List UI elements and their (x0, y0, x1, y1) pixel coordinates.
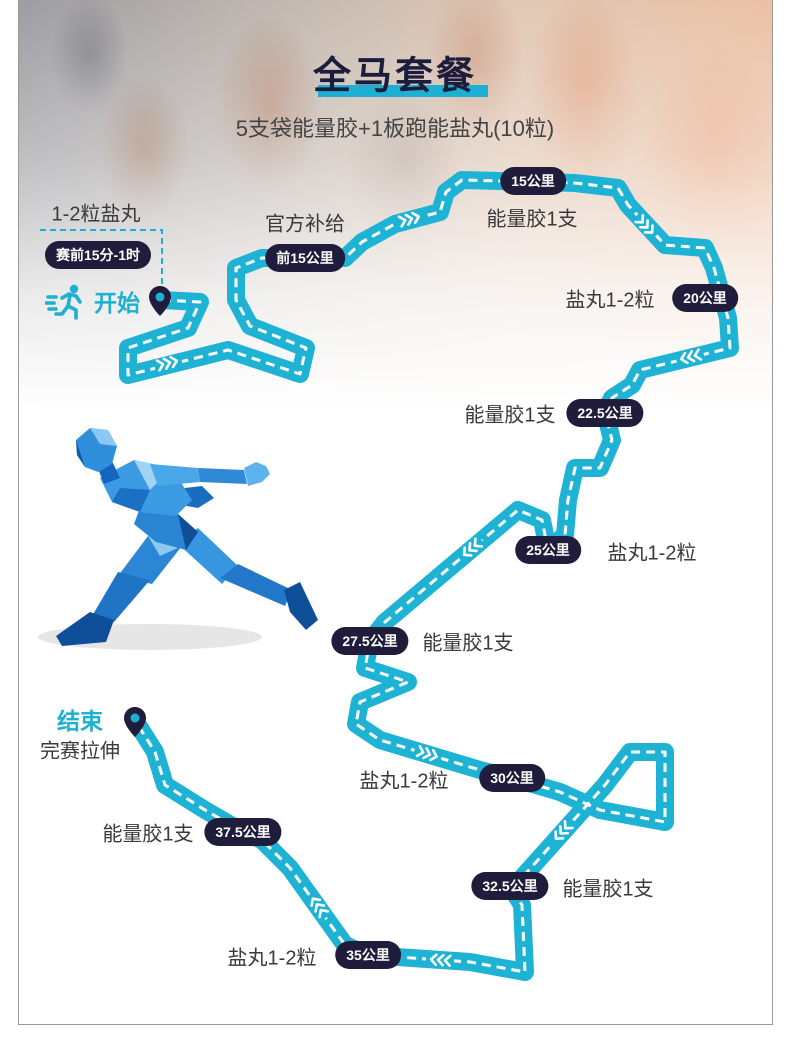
chevron-icon (443, 954, 452, 967)
route-chevrons (394, 209, 426, 229)
finish-map-pin-icon (124, 707, 146, 737)
checkpoint-badge-30km: 30公里 (479, 764, 545, 792)
chevron-icon (638, 219, 649, 229)
chevron-icon (679, 351, 689, 365)
checkpoint-note-20km: 盐丸1-2粒 (565, 289, 655, 312)
checkpoint-badge-15km: 15公里 (500, 167, 566, 195)
chevron-icon (310, 897, 322, 907)
start-dashed-outline (40, 229, 163, 287)
route-chevron-layer (152, 209, 706, 967)
chevron-icon (155, 359, 165, 372)
chevron-icon (318, 908, 330, 919)
subtitle: 5支袋能量胶+1板跑能盐丸(10粒) (235, 116, 555, 141)
chevron-icon (429, 749, 438, 762)
start-map-pin-icon (149, 286, 171, 316)
checkpoint-note-32-5km: 能量胶1支 (562, 878, 654, 901)
chevron-icon (422, 747, 432, 760)
chevron-icon (643, 224, 654, 234)
checkpoint-badge-22-5km: 22.5公里 (566, 399, 644, 427)
start-label: 开始 (94, 290, 140, 316)
checkpoint-badge-27-5km: 27.5公里 (331, 627, 409, 655)
title-underline (318, 85, 488, 97)
checkpoint-badge-37-5km: 37.5公里 (204, 818, 282, 846)
route-chevrons (674, 347, 706, 367)
checkpoint-note-pre15km: 官方补给 (265, 213, 345, 236)
chevron-icon (169, 355, 179, 369)
chevron-icon (686, 350, 696, 363)
chevron-icon (162, 357, 172, 370)
checkpoint-note-30km: 盐丸1-2粒 (359, 770, 449, 793)
checkpoint-note-22-5km: 能量胶1支 (464, 404, 556, 427)
finish-note: 完赛拉伸 (40, 740, 120, 763)
checkpoint-badge-20km: 20公里 (672, 284, 738, 312)
checkpoint-badge-pre15km: 前15公里 (265, 244, 345, 272)
route-chevrons (305, 891, 331, 921)
route-chevrons (412, 744, 444, 764)
route-chevrons (425, 953, 455, 967)
chevron-icon (404, 213, 414, 226)
checkpoint-badge-25km: 25公里 (515, 536, 581, 564)
chevron-icon (436, 953, 445, 967)
finish-label: 结束 (57, 708, 103, 734)
route-chevrons (152, 353, 184, 373)
checkpoint-note-35km: 盐丸1-2粒 (227, 947, 317, 970)
chevron-icon (473, 537, 484, 548)
chevron-icon (558, 825, 570, 835)
chevron-icon (462, 546, 473, 557)
start-timing-badge: 赛前15分-1时 (44, 241, 152, 269)
chevron-icon (693, 348, 703, 361)
runner-illustration (38, 428, 318, 650)
chevron-icon (563, 819, 574, 830)
checkpoint-note-37-5km: 能量胶1支 (102, 823, 194, 846)
route-dashes (126, 178, 732, 974)
chevron-icon (429, 953, 438, 967)
route-chevrons (548, 817, 576, 847)
chevron-icon (314, 903, 326, 913)
route-chevrons (632, 211, 660, 241)
start-note: 1-2粒盐丸 (51, 203, 141, 226)
chevron-icon (397, 215, 407, 228)
checkpoint-note-15km: 能量胶1支 (486, 208, 578, 231)
checkpoint-badge-32-5km: 32.5公里 (471, 872, 549, 900)
chevron-icon (411, 211, 420, 225)
chevron-icon (468, 541, 478, 553)
runner-icon (45, 284, 82, 320)
checkpoint-note-25km: 盐丸1-2粒 (607, 542, 697, 565)
route-chevrons (456, 535, 486, 563)
chevron-icon (634, 213, 645, 224)
page-title: 全马套餐 (312, 55, 478, 98)
checkpoint-badge-35km: 35公里 (335, 941, 401, 969)
chevron-icon (415, 744, 425, 758)
checkpoint-note-27-5km: 能量胶1支 (422, 632, 514, 655)
chevron-icon (554, 830, 565, 840)
